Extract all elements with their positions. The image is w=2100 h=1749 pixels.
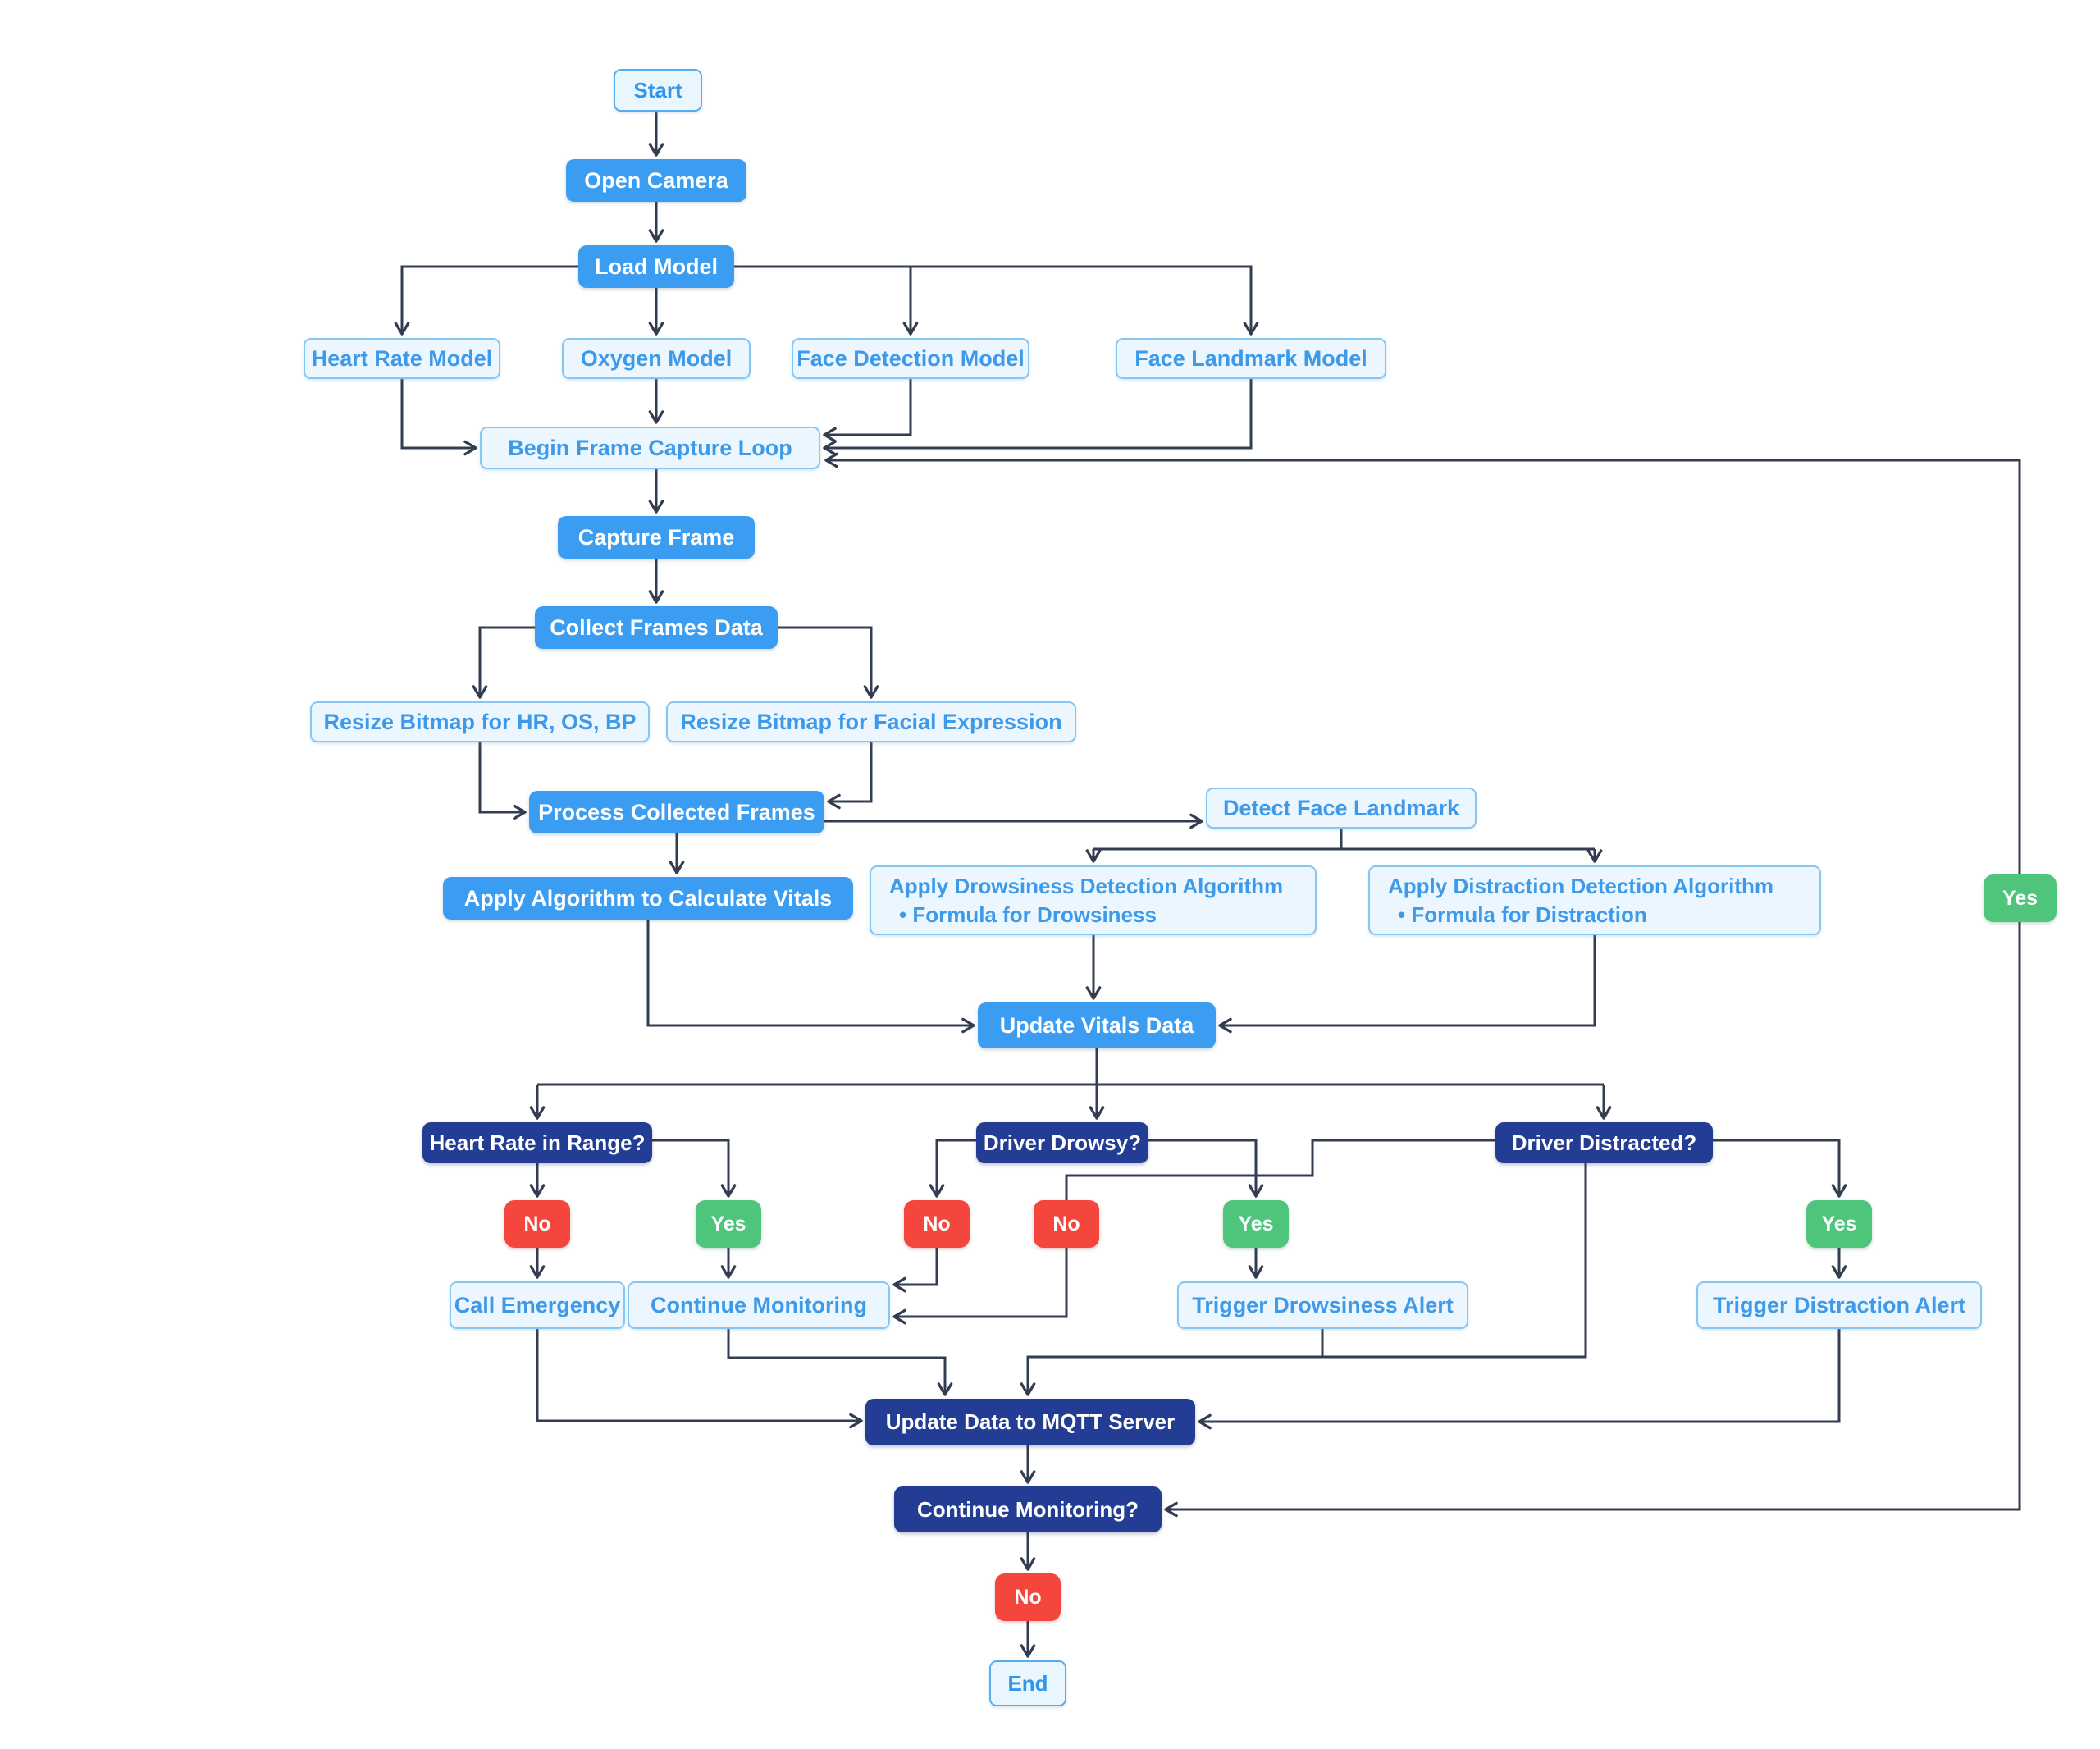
node-begin-frame-capture-loop: Begin Frame Capture Loop [480,427,820,469]
edge-heart-rate-q-to-yes [652,1139,737,1198]
node-driver-drowsy: Driver Drowsy? [976,1122,1148,1163]
node-continue-monitoring: Continue Monitoring [628,1281,890,1329]
node-detect-face-landmark: Detect Face Landmark [1206,788,1477,829]
node-apply-drowsiness: Apply Drowsiness Detection Algorithm • Fo… [870,865,1317,935]
node-end: End [989,1660,1066,1706]
edge-load-model-to-heart-rate-model [394,265,578,336]
node-apply-distraction: Apply Distraction Detection Algorithm • F… [1368,865,1821,935]
node-heart-rate-model: Heart Rate Model [304,338,500,379]
edge-drowsy-to-no [929,1139,976,1198]
edge-distracted-no-to-continue-monitoring [892,1139,1495,1325]
node-apply-distraction-bullet: • Formula for Distraction [1398,902,1647,927]
edge-face-detection-model-to-loop [823,379,912,443]
node-process-collected-frames: Process Collected Frames [529,791,824,833]
node-collect-frames-data: Collect Frames Data [535,606,778,649]
node-apply-drowsiness-bullet: • Formula for Drowsiness [899,902,1157,927]
edge-resize-hr-to-process [478,742,527,820]
node-continue-monitoring-q: Continue Monitoring? [894,1486,1162,1532]
edge-collect-to-resize-facial [778,626,879,699]
edge-heart-rate-model-to-loop [400,379,477,456]
node-update-mqtt: Update Data to MQTT Server [865,1399,1195,1445]
node-apply-drowsiness-title: Apply Drowsiness Detection Algorithm [889,873,1284,898]
node-no-drowsy: No [904,1200,970,1248]
node-trigger-drowsiness-alert: Trigger Drowsiness Alert [1177,1281,1468,1329]
edge-apply-algorithm-to-update-vitals [646,920,975,1034]
edge-face-landmark-model-to-loop [823,379,1253,456]
node-no-distracted: No [1034,1200,1099,1248]
node-open-camera: Open Camera [566,159,746,202]
node-load-model: Load Model [578,245,734,288]
node-face-detection-model: Face Detection Model [792,338,1029,379]
node-call-emergency: Call Emergency [450,1281,625,1329]
node-no-heart-rate: No [504,1200,570,1248]
node-no-continue: No [995,1573,1061,1621]
node-capture-frame: Capture Frame [558,516,755,559]
node-trigger-distraction-alert: Trigger Distraction Alert [1696,1281,1982,1329]
node-yes-drowsy: Yes [1223,1200,1289,1248]
node-yes-heart-rate: Yes [696,1200,761,1248]
edge-distracted-to-yes [1713,1139,1847,1198]
node-face-landmark-model: Face Landmark Model [1116,338,1386,379]
edge-resize-facial-to-process [827,742,873,810]
node-update-vitals-data: Update Vitals Data [978,1002,1216,1048]
node-resize-bitmap-facial: Resize Bitmap for Facial Expression [666,701,1076,742]
edge-apply-distraction-to-update-vitals [1218,935,1596,1034]
node-yes-distracted: Yes [1806,1200,1872,1248]
edge-load-model-to-face-landmark-model [734,265,1259,336]
edge-continue-monitoring-to-mqtt [727,1329,953,1396]
edge-call-emergency-to-mqtt [536,1329,863,1429]
node-yes-loop: Yes [1984,874,2057,922]
edge-drowsy-to-yes [1148,1139,1264,1198]
edge-collect-to-resize-hr [472,626,535,699]
node-driver-distracted: Driver Distracted? [1495,1122,1713,1163]
edge-trigger-distraction-to-mqtt [1198,1329,1841,1430]
edge-distracted-down-to-mqtt [1020,1163,1587,1396]
edge-drowsy-no-to-continue-monitoring [892,1248,938,1293]
node-heart-rate-in-range: Heart Rate in Range? [422,1122,652,1163]
node-resize-bitmap-hr: Resize Bitmap for HR, OS, BP [310,701,650,742]
node-start: Start [614,69,702,112]
edge-monitoring-yes-loop-back [824,452,2021,1518]
node-oxygen-model: Oxygen Model [562,338,751,379]
node-apply-algorithm: Apply Algorithm to Calculate Vitals [443,877,853,920]
node-apply-distraction-title: Apply Distraction Detection Algorithm [1388,873,1774,898]
